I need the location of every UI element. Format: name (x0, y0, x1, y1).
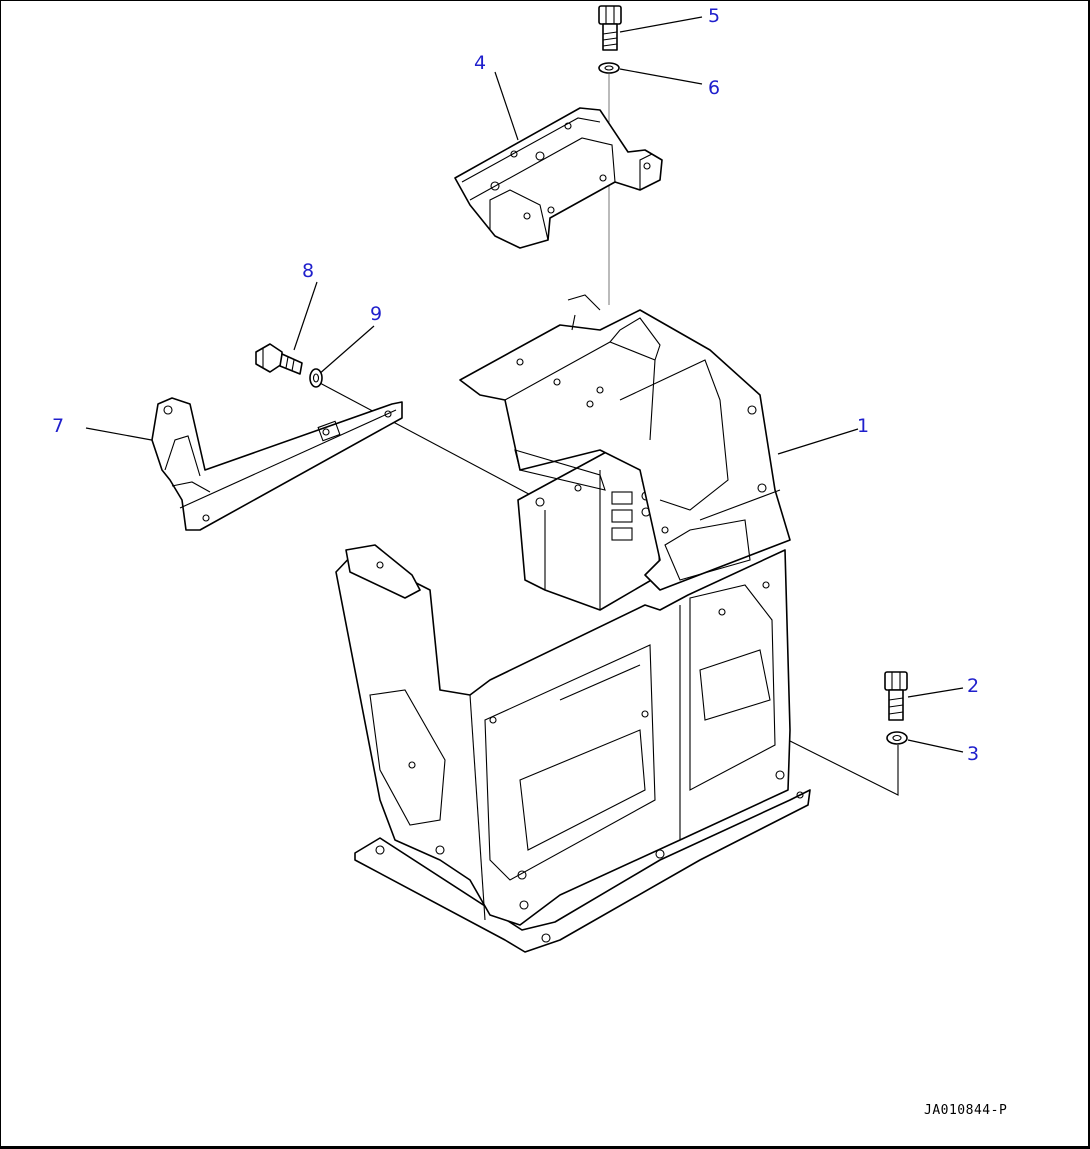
callout-1: 1 (857, 415, 869, 437)
part-9-washer (309, 368, 323, 388)
callout-labels: 1 2 3 4 5 6 7 8 9 (52, 5, 979, 765)
callout-9: 9 (370, 303, 382, 325)
drawing-id: JA010844-P (924, 1103, 1007, 1118)
part-4-bracket (454, 107, 663, 249)
part-1-main-frame (335, 294, 811, 953)
callout-2: 2 (967, 675, 979, 697)
callout-5: 5 (708, 5, 720, 27)
part-7-side-bracket (151, 397, 403, 531)
leader-lines (85, 16, 964, 796)
part-2-bolt (884, 671, 908, 721)
callout-3: 3 (967, 743, 979, 765)
callout-8: 8 (302, 260, 314, 282)
callout-7: 7 (52, 415, 64, 437)
part-8-bolt (255, 343, 303, 375)
part-6-washer (598, 62, 620, 74)
part-3-washer (886, 731, 908, 745)
callout-4: 4 (474, 52, 486, 74)
callout-6: 6 (708, 77, 720, 99)
part-5-bolt (598, 5, 622, 51)
